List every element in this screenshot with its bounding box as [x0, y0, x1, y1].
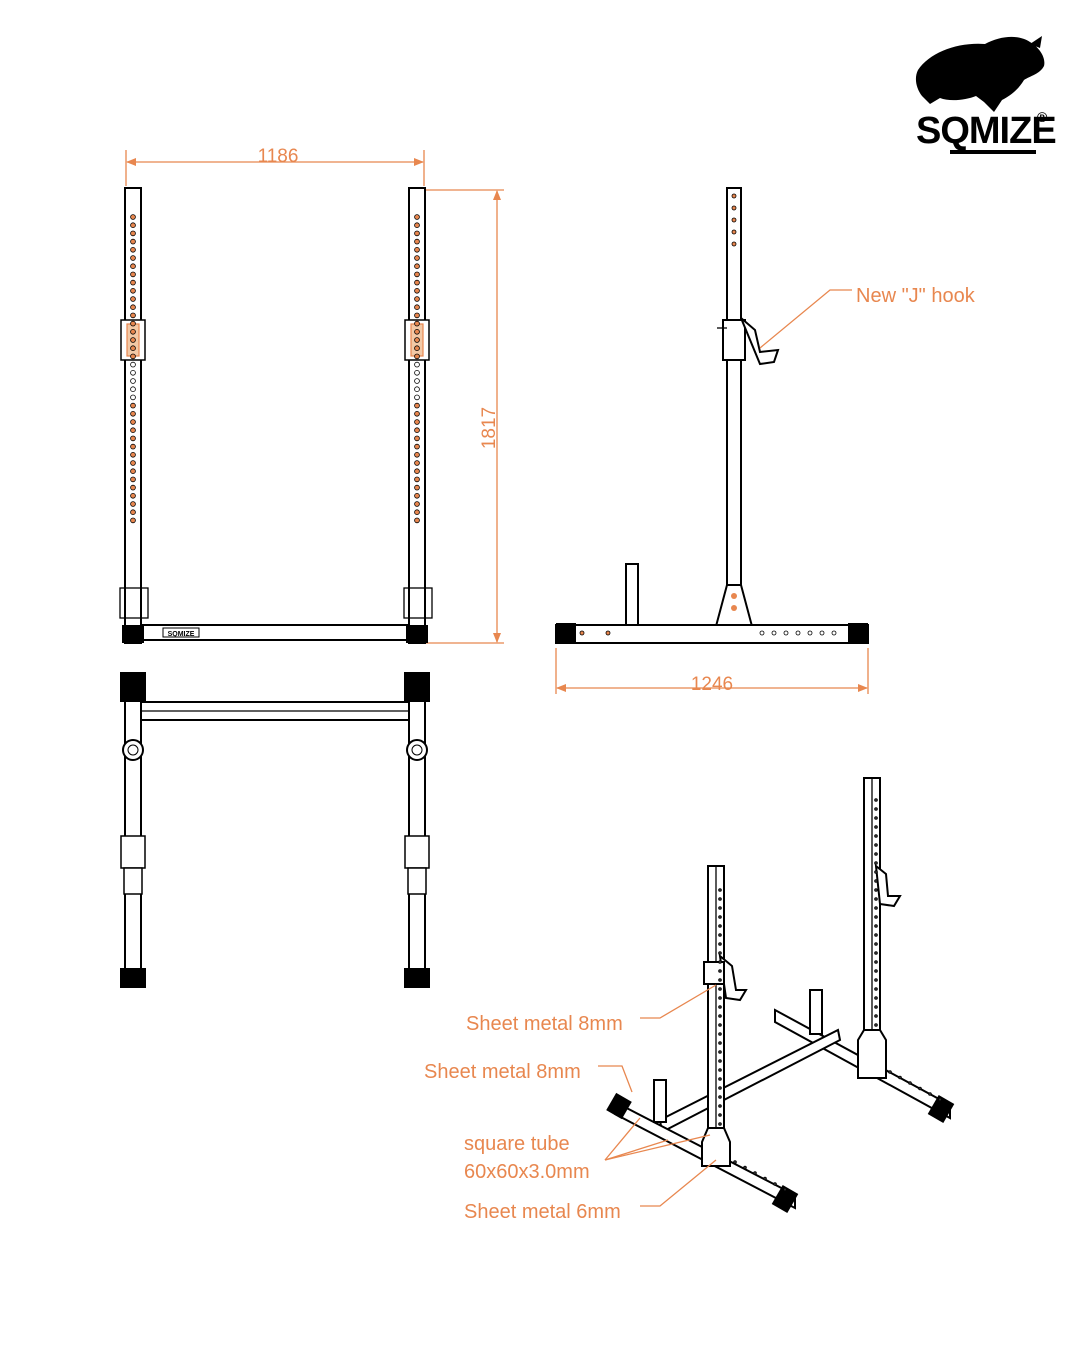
- top-view: [120, 672, 430, 988]
- registered-mark: ®: [1037, 109, 1048, 125]
- sheet-metal-6mm-callout: Sheet metal 6mm: [464, 1201, 621, 1223]
- top-right-foot-rear: [404, 672, 430, 702]
- square-tube-callout-line1: square tube: [464, 1133, 570, 1155]
- top-right-rail: [408, 675, 426, 983]
- square-tube-callout-line2: 60x60x3.0mm: [464, 1161, 590, 1183]
- side-plate-peg: [625, 563, 639, 626]
- brand-underline: [950, 150, 1036, 154]
- side-upright: [726, 187, 742, 643]
- brand-logo: SQMIZE ®: [915, 36, 1057, 154]
- sheet-metal-8mm-upper-callout: Sheet metal 8mm: [466, 1013, 623, 1035]
- front-hole-rows: [130, 214, 420, 524]
- top-right-foot-front: [404, 968, 430, 988]
- j-hook-callout: New "J" hook: [856, 285, 976, 307]
- right-foot: [406, 625, 428, 643]
- top-left-foot-front: [120, 968, 146, 988]
- front-height-label: 1817: [479, 407, 500, 449]
- brand-plate: [162, 627, 200, 638]
- plate-label: SQMIZE: [168, 631, 195, 638]
- isometric-view: Sheet metal 8mm Sheet metal 8mm square t…: [424, 777, 955, 1223]
- top-left-rail: [124, 675, 142, 983]
- front-view: 1186 1817 SQMIZE: [119, 146, 504, 644]
- sheet-metal-8mm-mid-callout: Sheet metal 8mm: [424, 1061, 581, 1083]
- side-view: 1246 New "J" hook: [555, 187, 976, 695]
- side-depth-label: 1246: [691, 674, 733, 695]
- bull-icon: [915, 36, 1045, 112]
- brand-name: SQMIZE: [916, 110, 1056, 152]
- front-width-label: 1186: [258, 146, 299, 167]
- top-left-foot-rear: [120, 672, 146, 702]
- side-j-hook: [740, 317, 780, 366]
- left-foot: [122, 625, 144, 643]
